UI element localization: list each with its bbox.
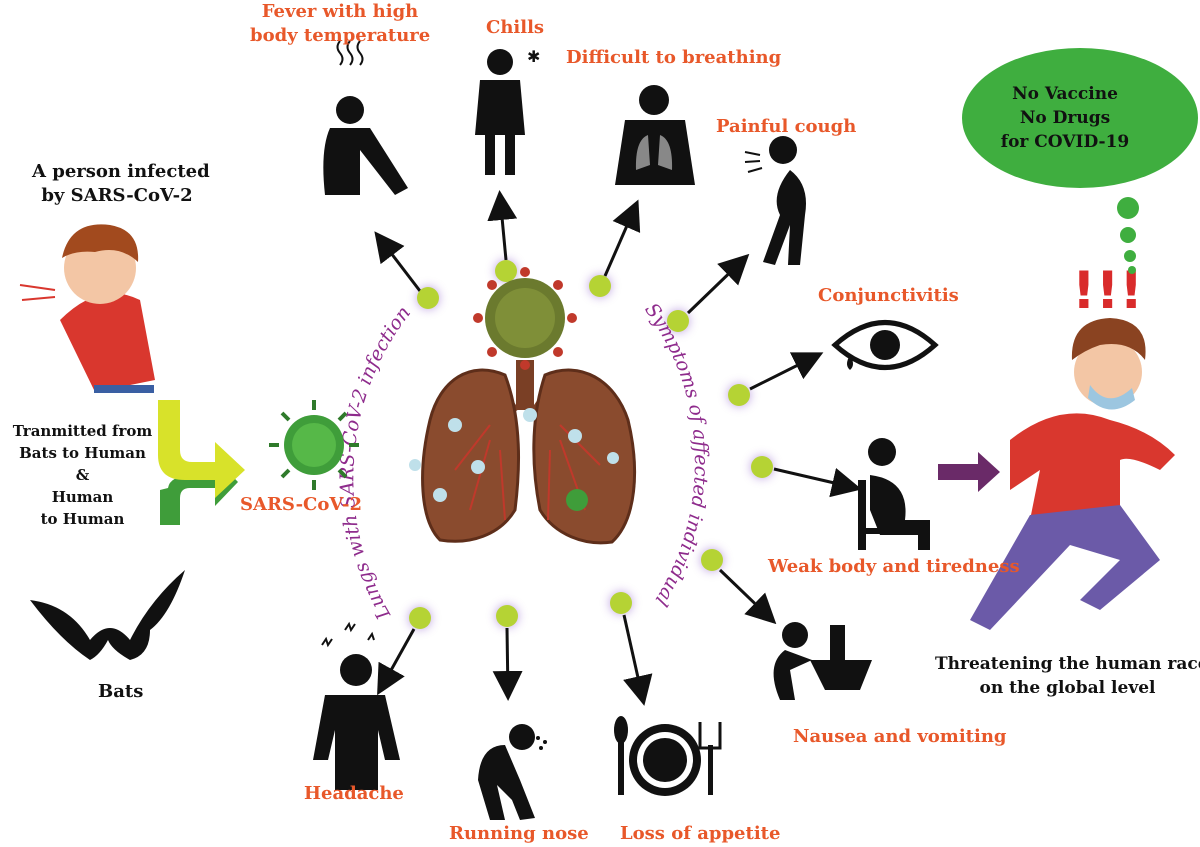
nausea-label: Nausea and vomiting xyxy=(793,726,1007,747)
infected-person-label: A person infected by SARS-CoV-2 xyxy=(32,161,210,206)
weak-body-icon xyxy=(858,438,930,550)
headache-label: Headache xyxy=(304,783,404,804)
arc-label-symptoms: Symptoms of affected individual xyxy=(640,299,712,610)
connector-fever xyxy=(374,231,439,309)
running-nose-icon xyxy=(478,724,547,820)
cough-label: Painful cough xyxy=(716,116,857,137)
chills-label: Chills xyxy=(486,17,545,38)
running-nose-label: Running nose xyxy=(449,823,589,844)
outcome-label: Threatening the human race on the global… xyxy=(935,654,1200,698)
bats-label: Bats xyxy=(98,681,144,702)
speech-bubble xyxy=(962,48,1198,274)
plate-cutlery-icon xyxy=(614,716,722,796)
headache-icon xyxy=(313,621,400,790)
arc-label-lungs: Lungs with SARS-CoV-2 infection xyxy=(336,302,415,624)
cough-icon xyxy=(744,136,806,265)
connector-chills xyxy=(487,190,518,282)
connector-appetite xyxy=(610,592,653,706)
fever-label: Fever with high body temperature xyxy=(250,1,431,46)
connector-breathing xyxy=(589,199,641,297)
chills-icon: ✱ xyxy=(475,47,540,175)
transmission-label: Tranmitted from Bats to Human & Human to… xyxy=(12,422,153,528)
weak-body-label: Weak body and tiredness xyxy=(768,556,1020,577)
running-man-illustration xyxy=(970,318,1175,630)
coronavirus-large-icon xyxy=(473,267,577,370)
transmission-arrows xyxy=(158,400,245,525)
vomiting-icon xyxy=(773,622,872,700)
connector-headache xyxy=(377,607,431,696)
sars-cov-2-virus-icon xyxy=(269,400,359,490)
eye-icon xyxy=(831,320,939,370)
breathing-icon xyxy=(615,85,695,185)
fever-icon xyxy=(323,40,408,195)
connector-cough xyxy=(667,253,750,332)
virus-label: SARS-CoV-2 xyxy=(240,494,363,515)
connector-conjunctivitis xyxy=(728,352,824,406)
appetite-label: Loss of appetite xyxy=(620,823,781,844)
bat-icon xyxy=(30,570,185,660)
conjunctivitis-label: Conjunctivitis xyxy=(818,285,959,306)
lungs-illustration xyxy=(409,360,637,545)
connector-nose xyxy=(492,605,523,701)
svg-text:✱: ✱ xyxy=(527,47,540,66)
breathing-label: Difficult to breathing xyxy=(566,47,782,68)
connector-nausea xyxy=(701,549,777,625)
bubble-text: No Vaccine No Drugs for COVID-19 xyxy=(1000,84,1130,152)
infected-person-illustration xyxy=(19,224,155,393)
purple-arrow-icon xyxy=(938,452,1000,492)
connector-weak xyxy=(751,456,862,498)
